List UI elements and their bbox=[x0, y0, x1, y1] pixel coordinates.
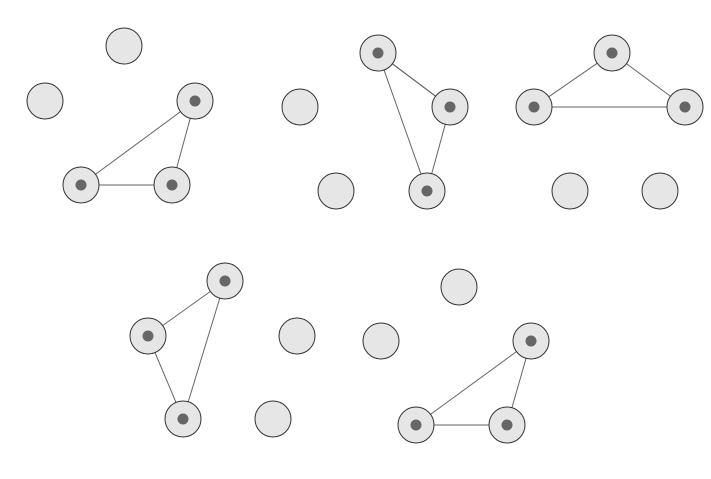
graph-edge bbox=[184, 288, 224, 412]
diagram-panel-nodes bbox=[515, 34, 704, 210]
graph-edge bbox=[150, 343, 181, 412]
graph-node bbox=[281, 88, 319, 126]
active-node-dot bbox=[219, 275, 231, 287]
diagram-panel-nodes bbox=[26, 27, 214, 204]
graph-edge bbox=[172, 108, 194, 178]
graph-edge bbox=[379, 60, 425, 184]
graph-node bbox=[105, 27, 143, 65]
graph-edge bbox=[428, 114, 450, 184]
active-node-dot bbox=[142, 330, 154, 342]
active-node-dot bbox=[166, 179, 178, 191]
graph-node bbox=[362, 322, 400, 360]
active-node-dot bbox=[372, 47, 384, 59]
graph-node bbox=[440, 268, 478, 306]
active-node-dot bbox=[528, 101, 540, 113]
graph-node bbox=[551, 172, 589, 210]
diagram-panel-nodes bbox=[281, 34, 469, 210]
graph-edge bbox=[507, 348, 530, 418]
nodes-layer bbox=[26, 27, 704, 444]
graph-node bbox=[254, 400, 292, 438]
diagram-panel-edges bbox=[422, 345, 530, 429]
graph-edge bbox=[422, 345, 525, 421]
graph-edge bbox=[87, 105, 189, 181]
graph-node bbox=[278, 317, 316, 355]
diagram-panel-edges bbox=[379, 57, 450, 184]
active-node-dot bbox=[525, 335, 537, 347]
graph-node bbox=[317, 172, 355, 210]
active-node-dot bbox=[75, 179, 87, 191]
graph-edge bbox=[384, 57, 444, 103]
graph-node bbox=[26, 82, 64, 120]
edges-layer bbox=[87, 57, 679, 429]
graph-node bbox=[641, 172, 679, 210]
active-node-dot bbox=[421, 185, 433, 197]
diagram-panel-edges bbox=[150, 285, 224, 412]
graph-edge bbox=[618, 57, 679, 103]
graph-edge bbox=[154, 285, 219, 332]
graph-edge bbox=[540, 57, 606, 103]
diagram-panel-edges bbox=[87, 105, 194, 189]
diagram-panel-nodes bbox=[129, 262, 316, 438]
diagram-panel-edges bbox=[540, 57, 679, 111]
active-node-dot bbox=[679, 101, 691, 113]
active-node-dot bbox=[177, 413, 189, 425]
active-node-dot bbox=[189, 95, 201, 107]
active-node-dot bbox=[501, 419, 513, 431]
diagram-panel-nodes bbox=[362, 268, 550, 444]
active-node-dot bbox=[444, 101, 456, 113]
active-node-dot bbox=[606, 47, 618, 59]
active-node-dot bbox=[410, 419, 422, 431]
